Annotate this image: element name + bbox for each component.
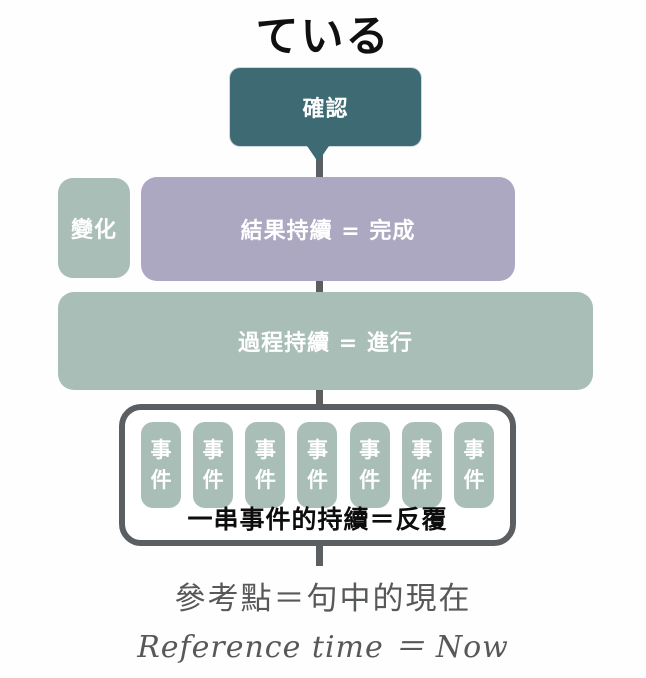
event-chip: 事件 — [297, 422, 338, 508]
reference-time-text-en: Reference time ＝ Now — [137, 630, 509, 665]
event-chip: 事件 — [401, 422, 442, 508]
process-continuation-label: 過程持續 = 進行 — [238, 331, 413, 356]
change-box: 變化 — [58, 178, 130, 278]
event-chip-label: 事件 — [202, 437, 224, 492]
event-chip-label: 事件 — [254, 437, 276, 492]
process-continuation-box: 過程持續 = 進行 — [58, 292, 593, 390]
page-title: ている — [255, 12, 391, 62]
event-chip-label: 事件 — [463, 437, 485, 492]
events-caption: 一串事件的持續＝反覆 — [187, 505, 448, 534]
event-chip: 事件 — [141, 422, 181, 508]
events-row: 事件 事件 事件 事件 事件 事件 事件 — [125, 422, 510, 508]
reference-point-text-zh: 參考點＝句中的現在 — [174, 581, 472, 617]
confirmation-bubble: 確認 — [230, 68, 421, 146]
change-label: 變化 — [70, 218, 117, 243]
event-chip: 事件 — [193, 422, 234, 508]
bubble-tail-pointer — [305, 143, 331, 162]
confirmation-label: 確認 — [302, 97, 349, 122]
event-chip-label: 事件 — [359, 437, 381, 492]
event-chip: 事件 — [349, 422, 390, 508]
event-chip-label: 事件 — [306, 437, 328, 492]
event-chip-label: 事件 — [411, 437, 433, 492]
event-chip-label: 事件 — [150, 437, 172, 492]
event-chip: 事件 — [245, 422, 286, 508]
result-continuation-label: 結果持續 = 完成 — [240, 219, 416, 244]
event-chip: 事件 — [453, 422, 494, 508]
repeated-events-frame: 事件 事件 事件 事件 事件 事件 事件 一串事件的持續＝反覆 — [119, 404, 516, 546]
result-continuation-box: 結果持續 = 完成 — [141, 177, 515, 281]
